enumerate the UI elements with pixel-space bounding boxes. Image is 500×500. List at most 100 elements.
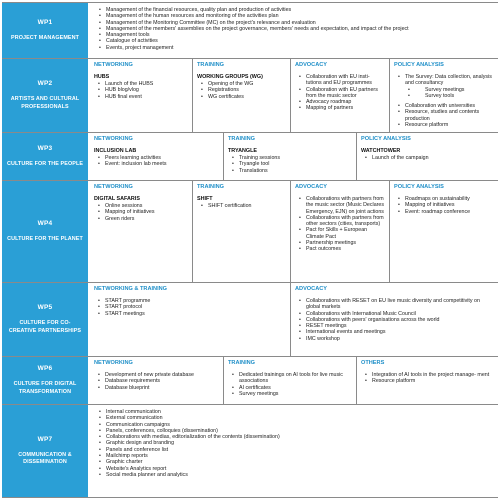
activity-list: Launch of the HUBS HUB blog/vlog HUB fin… (94, 81, 188, 100)
list-item: Development of new private database (98, 372, 219, 379)
wp2-label-cell: WP2 ARTISTS AND CULTURAL PROFESSIONALS (2, 59, 90, 132)
policy-analysis-column: POLICY ANALYSIS WATCHTOWER Launch of the… (357, 133, 498, 180)
training-column: TRAINING WORKING GROUPS (WG) Opening of … (193, 59, 291, 132)
list-item: START programme (98, 298, 286, 305)
networking-column: NETWORKING Development of new private da… (90, 357, 224, 404)
list-item: Events, project management (99, 45, 409, 52)
list-item: Collaborations with peers' organisations… (299, 317, 494, 324)
wp5-content: NETWORKING & TRAINING START programme ST… (90, 283, 498, 356)
list-item: HUB final event (98, 94, 188, 101)
wp6-row: WP6 CULTURE FOR DIGITAL TRANSFORMATION N… (2, 356, 498, 404)
activity-list: Online sessions Mapping of initiatives G… (94, 203, 188, 222)
list-item: Graphic charter (99, 459, 280, 466)
list-item: Catalogue of activities (99, 38, 409, 45)
column-heading: POLICY ANALYSIS (394, 62, 444, 68)
wp7-content: Internal communication External communic… (90, 405, 498, 497)
list-item: START protocol (98, 304, 286, 311)
list-item: Launch of the campaign (365, 155, 494, 162)
activity-list: Dedicated trainings on AI tools for live… (228, 372, 352, 397)
list-item: Collaboration with EU partners from the … (299, 87, 385, 100)
list-item: Website's Analytics report (99, 466, 280, 473)
list-item: Panels and conference list (99, 447, 280, 454)
list-item: Internal communication (99, 409, 280, 416)
list-item: Management of the human resources and mo… (99, 13, 409, 20)
training-column: TRAINING TRYANGLE Training sessions Trya… (224, 133, 357, 180)
column-heading: ADVOCACY (295, 286, 328, 292)
activity-list: SHIFT certification (197, 203, 286, 210)
networking-column: NETWORKING HUBS Launch of the HUBS HUB b… (90, 59, 193, 132)
wp4-content: NETWORKING DIGITAL SAFARIS Online sessio… (90, 181, 498, 282)
policy-analysis-column: POLICY ANALYSIS The Survey: Data collect… (390, 59, 498, 132)
list-item: Opening of the WG (201, 81, 286, 88)
list-item: Management tools (99, 32, 409, 39)
activity-list: Launch of the campaign (361, 155, 494, 162)
list-item: Peers learning activities (98, 155, 219, 162)
column-heading: OTHERS (361, 360, 385, 366)
list-item: SHIFT certification (201, 203, 286, 210)
wp-title: CULTURE FOR CO-CREATIVE PARTNERSHIPS (8, 320, 82, 334)
list-item: Database requirements (98, 378, 219, 385)
list-item: Panels, conferences, colloquies (dissemi… (99, 428, 280, 435)
list-item: Resource platform (365, 378, 494, 385)
list-item: Survey meetings (408, 87, 494, 94)
list-item: RESET meetings (299, 323, 494, 330)
wp-number: WP4 (37, 219, 53, 227)
networking-training-column: NETWORKING & TRAINING START programme ST… (90, 283, 291, 356)
networking-column: NETWORKING INCLUSION LAB Peers learning … (90, 133, 224, 180)
wp1-list: Management of the financial resources, q… (95, 7, 409, 54)
activity-title: INCLUSION LAB (94, 148, 137, 154)
column-heading: ADVOCACY (295, 62, 328, 68)
list-item: Graphic design and branding (99, 440, 280, 447)
wp-number: WP2 (37, 80, 53, 88)
column-heading: NETWORKING & TRAINING (94, 286, 168, 292)
wp-title: CULTURE FOR THE PEOPLE (6, 160, 84, 167)
list-item: Communication campaigns (99, 422, 280, 429)
list-item: Registrations (201, 87, 286, 94)
list-item: Mapping of initiatives (98, 209, 188, 216)
column-heading: TRAINING (228, 136, 256, 142)
training-column: TRAINING Dedicated trainings on AI tools… (224, 357, 357, 404)
wp-title: ARTISTS AND CULTURAL PROFESSIONALS (10, 96, 80, 110)
list-item: Pact outcomes (299, 246, 385, 253)
list-item: Collaborations with partners from other … (299, 215, 385, 228)
list-item: Mapping of partners (299, 105, 385, 112)
wp-number: WP3 (37, 144, 53, 152)
list-item: Pact for Skills + European Climate Pact (299, 227, 385, 240)
list-item: Social media planner and analytics (99, 472, 280, 479)
activity-title: DIGITAL SAFARIS (94, 196, 140, 202)
activity-title: WATCHTOWER (361, 148, 401, 154)
training-column: TRAINING SHIFT SHIFT certification (193, 181, 291, 282)
list-item: Collaborations with RESET on EU live mus… (299, 298, 494, 311)
list-item: Collaborations with partners from the mu… (299, 196, 385, 215)
list-item: Training sessions (232, 155, 352, 162)
wp7-list: Internal communication External communic… (95, 409, 280, 493)
list-item: Mapping of initiatives (398, 202, 494, 209)
list-item: IMC workshop (299, 336, 494, 343)
column-heading: ADVOCACY (295, 184, 328, 190)
wp-number: WP5 (37, 304, 53, 312)
wp2-content: NETWORKING HUBS Launch of the HUBS HUB b… (90, 59, 498, 132)
activity-list: Peers learning activities Event: inclusi… (94, 155, 219, 168)
activity-title: HUBS (94, 74, 110, 80)
wp1-row: WP1 PROJECT MANAGEMENT Management of the… (2, 2, 498, 58)
wp-title: PROJECT MANAGEMENT (11, 34, 79, 41)
advocacy-column: ADVOCACY Collaborations with RESET on EU… (291, 283, 498, 356)
list-item: Resource, studies and contents productio… (398, 109, 494, 122)
list-item: Survey meetings (232, 391, 352, 398)
list-item: Resource platform (398, 122, 494, 129)
wp1-content: Management of the financial resources, q… (90, 3, 498, 58)
list-item: Collaborations with International Music … (299, 311, 494, 318)
wp3-content: NETWORKING INCLUSION LAB Peers learning … (90, 133, 498, 180)
list-item: Management of the financial resources, q… (99, 7, 409, 14)
activity-sublist: Survey meetings Survey tools (394, 87, 494, 100)
list-item: Survey tools (408, 93, 494, 100)
column-heading: TRAINING (197, 62, 225, 68)
activity-list: Development of new private database Data… (94, 372, 219, 391)
activity-list: Integration of AI tools in the project m… (361, 372, 494, 385)
activity-list: Collaboration with EU insti- tutions and… (295, 74, 385, 112)
list-item: WG certificates (201, 94, 286, 101)
column-heading: POLICY ANALYSIS (394, 184, 444, 190)
activity-title: TRYANGLE (228, 148, 257, 154)
wp-number: WP1 (37, 18, 53, 26)
